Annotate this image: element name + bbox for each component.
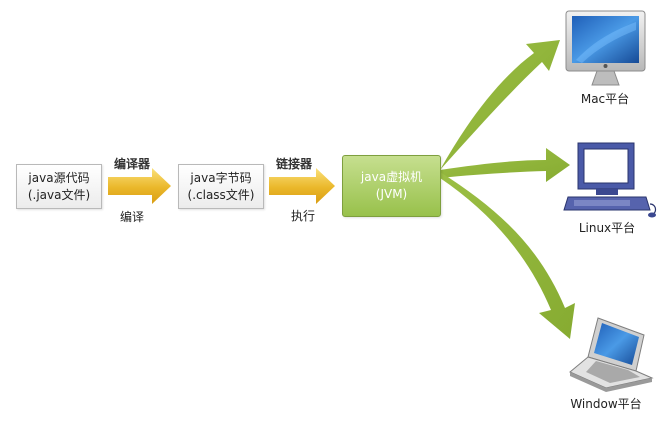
linker-label: 链接器 bbox=[276, 157, 313, 171]
jvm-title: java虚拟机 bbox=[360, 170, 423, 184]
execute-arrow bbox=[269, 168, 335, 204]
java-source-title: java源代码 bbox=[28, 170, 90, 185]
mac-platform-label: Mac平台 bbox=[580, 92, 630, 106]
compile-label: 编译 bbox=[120, 210, 145, 224]
jvm-box: java虚拟机 (JVM) bbox=[342, 155, 441, 217]
bytecode-subtitle: (.class文件) bbox=[187, 187, 255, 202]
bytecode-title: java字节码 bbox=[190, 170, 252, 185]
linux-crt-computer-icon bbox=[563, 142, 657, 218]
imac-monitor-icon bbox=[565, 10, 646, 86]
compile-arrow bbox=[108, 168, 171, 204]
java-source-box: java源代码 (.java文件) bbox=[16, 164, 102, 209]
compiler-label: 编译器 bbox=[114, 157, 151, 171]
laptop-icon bbox=[569, 317, 654, 392]
to-windows-arrow bbox=[440, 172, 575, 339]
to-linux-arrow bbox=[440, 148, 570, 182]
java-source-subtitle: (.java文件) bbox=[27, 187, 91, 202]
bytecode-box: java字节码 (.class文件) bbox=[178, 164, 264, 209]
windows-platform-label: Window平台 bbox=[570, 397, 642, 411]
to-mac-arrow bbox=[440, 40, 560, 170]
linux-platform-label: Linux平台 bbox=[578, 221, 636, 235]
jvm-subtitle: (JVM) bbox=[375, 187, 408, 201]
execute-label: 执行 bbox=[291, 209, 316, 223]
